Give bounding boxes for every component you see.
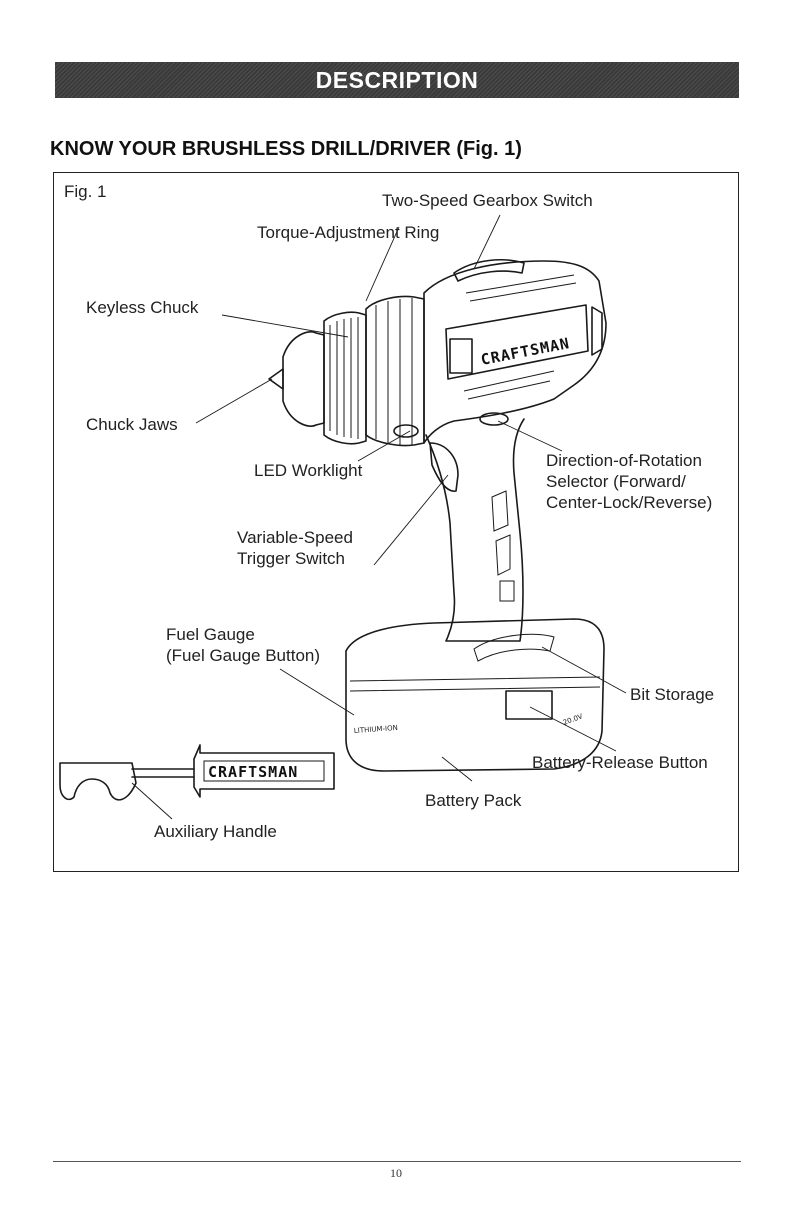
label-keyless-chuck: Keyless Chuck [86, 298, 199, 317]
direction-selector [479, 412, 509, 426]
drill-illustration: CRAFTSMAN LITHIUM-ION 20.0V CRAFTSMAN [59, 214, 627, 820]
figure-frame: CRAFTSMAN LITHIUM-ION 20.0V CRAFTSMAN [53, 172, 739, 872]
footer-rule [53, 1161, 741, 1162]
chuck-jaws-tip [268, 368, 284, 390]
label-direction-line-3: Center-Lock/Reverse) [546, 493, 713, 512]
chuck-nose [282, 331, 325, 427]
trigger-switch [429, 442, 459, 492]
label-fuel-gauge-line-2: (Fuel Gauge Button) [166, 646, 321, 665]
label-torque-adjustment-ring: Torque-Adjustment Ring [257, 223, 440, 242]
battery-pack [345, 618, 605, 772]
label-chuck-jaws: Chuck Jaws [86, 415, 178, 434]
led-worklight [393, 424, 419, 438]
label-bit-storage: Bit Storage [630, 685, 715, 704]
brand-panel [445, 304, 589, 380]
section-title: DESCRIPTION [315, 66, 479, 93]
page-heading: KNOW YOUR BRUSHLESS DRILL/DRIVER (Fig. 1… [50, 138, 522, 160]
section-banner: DESCRIPTION [55, 62, 739, 98]
torque-ring [365, 295, 425, 447]
figure-caption: Fig. 1 [64, 182, 107, 201]
label-trigger-line-2: Trigger Switch [237, 549, 346, 568]
page-number: 10 [390, 1166, 402, 1180]
label-direction-line-1: Direction-of-Rotation [546, 451, 702, 470]
label-battery-pack: Battery Pack [425, 791, 522, 810]
battery-label-text: LITHIUM-ION [354, 724, 399, 735]
keyless-chuck-sleeve [323, 311, 367, 445]
aux-handle-grip [193, 744, 335, 798]
label-auxiliary-handle: Auxiliary Handle [154, 822, 277, 841]
drill-housing [423, 260, 607, 444]
drill-handle [425, 418, 525, 642]
label-trigger-line-1: Variable-Speed [237, 528, 353, 547]
handle-brand-text: CRAFTSMAN [208, 763, 298, 781]
label-direction-line-2: Selector (Forward/ [546, 472, 686, 491]
label-fuel-gauge-line-1: Fuel Gauge [166, 625, 255, 644]
label-led-worklight: LED Worklight [254, 461, 363, 480]
label-battery-release-button: Battery-Release Button [532, 753, 708, 772]
aux-handle-clamp [59, 762, 137, 801]
battery-release-button [505, 690, 553, 720]
brand-badge-box [449, 338, 473, 374]
label-two-speed-gearbox-switch: Two-Speed Gearbox Switch [382, 191, 593, 210]
